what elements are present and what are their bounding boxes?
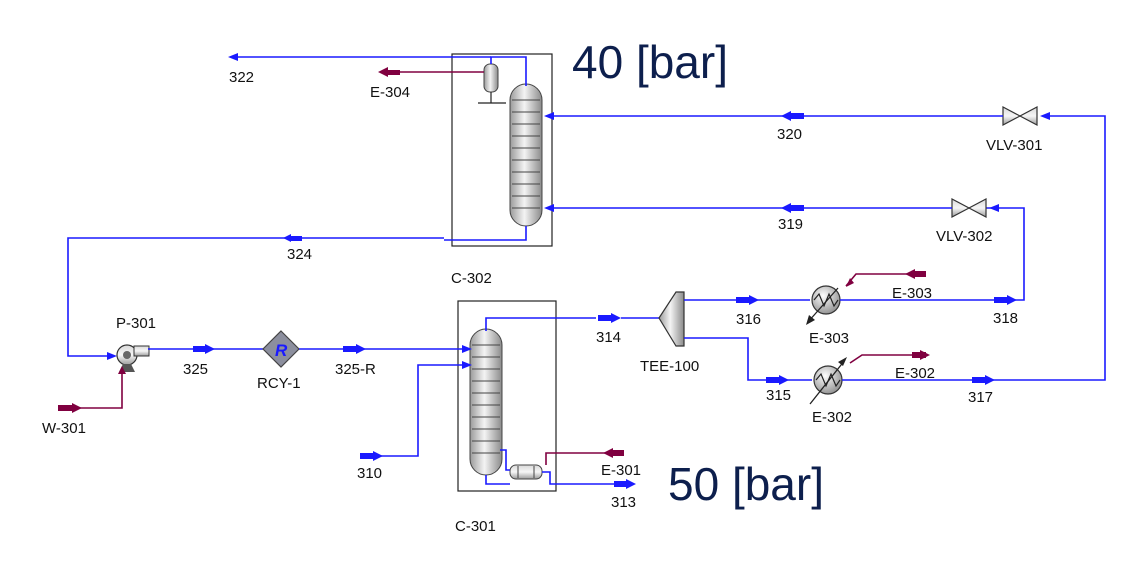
energy-label-e-303: E-303 [892,285,932,302]
stream-label-313: 313 [611,494,636,511]
energy-label-e-302: E-302 [895,365,935,382]
column-c-302[interactable] [451,53,553,247]
pressure-label-bottom: 50 [bar] [668,458,824,510]
unit-label-vlv-302: VLV-302 [936,228,992,245]
stream-label-319: 319 [778,216,803,233]
unit-label-e-302: E-302 [812,409,852,426]
unit-label-e-303: E-303 [809,330,849,347]
stream-label-322: 322 [229,69,254,86]
unit-label-c-301: C-301 [455,518,496,535]
column-c-301[interactable] [457,300,557,492]
unit-label-p-301: P-301 [116,315,156,332]
valve-vlv-301[interactable] [1002,106,1038,126]
stream-label-314: 314 [596,329,621,346]
stream-label-325: 325 [183,361,208,378]
unit-label-rcy-1: RCY-1 [257,375,301,392]
recycle-rcy-1[interactable]: R [262,330,300,368]
stream-label-324: 324 [287,246,312,263]
recycle-symbol: R [275,341,288,360]
stream-label-318: 318 [993,310,1018,327]
pump-p-301[interactable] [116,344,150,372]
unit-label-vlv-301: VLV-301 [986,137,1042,154]
pressure-label-top: 40 [bar] [572,36,728,88]
stream-label-320: 320 [777,126,802,143]
heat-exchanger-e-302[interactable] [813,365,843,395]
unit-label-c-302: C-302 [451,270,492,287]
energy-label-e-304: E-304 [370,84,410,101]
valve-vlv-302[interactable] [951,198,987,218]
energy-label-w-301: W-301 [42,420,86,437]
splitter-tee-100[interactable] [658,291,685,347]
stream-label-310: 310 [357,465,382,482]
energy-label-e-301: E-301 [601,462,641,479]
stream-label-317: 317 [968,389,993,406]
unit-label-tee-100: TEE-100 [640,358,699,375]
stream-label-316: 316 [736,311,761,328]
stream-label-325-r: 325-R [335,361,376,378]
stream-label-315: 315 [766,387,791,404]
